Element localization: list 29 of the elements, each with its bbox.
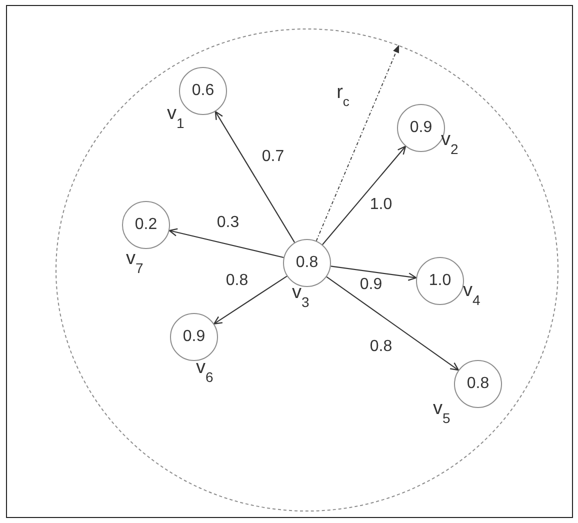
edge-label: r$_{c}$	[336, 83, 350, 111]
dashed-arrow	[316, 44, 400, 242]
arrow	[214, 110, 296, 243]
node-value: 0.2	[134, 217, 158, 233]
node-label: v$_{1}$	[167, 104, 184, 132]
edge-label: 0.8	[370, 339, 392, 355]
range-circle	[55, 28, 559, 512]
arrow	[214, 276, 288, 324]
arrow	[326, 276, 459, 371]
arrow	[168, 228, 284, 258]
edge-label: 1.0	[370, 197, 392, 213]
node-label: v$_{4}$	[463, 281, 480, 309]
arrow	[330, 266, 417, 281]
edge-label: 0.8	[226, 273, 248, 289]
node-label: v$_{5}$	[433, 399, 450, 427]
node-label: v$_{3}$	[292, 283, 310, 311]
node-value: 0.9	[182, 329, 206, 345]
edge-label: 0.3	[216, 215, 240, 231]
edge-label: 0.7	[262, 149, 284, 165]
node-value: 1.0	[428, 273, 452, 289]
arrow	[322, 146, 406, 246]
node-value: 0.9	[410, 120, 432, 136]
node-label: v$_{2}$	[441, 130, 458, 158]
node-value: 0.8	[296, 255, 318, 271]
node-value: 0.6	[192, 83, 214, 99]
node-label: v$_{6}$	[196, 358, 214, 386]
node-value: 0.8	[466, 376, 490, 392]
edge-label: 0.9	[360, 277, 382, 293]
node-label: v$_{7}$	[126, 249, 144, 277]
